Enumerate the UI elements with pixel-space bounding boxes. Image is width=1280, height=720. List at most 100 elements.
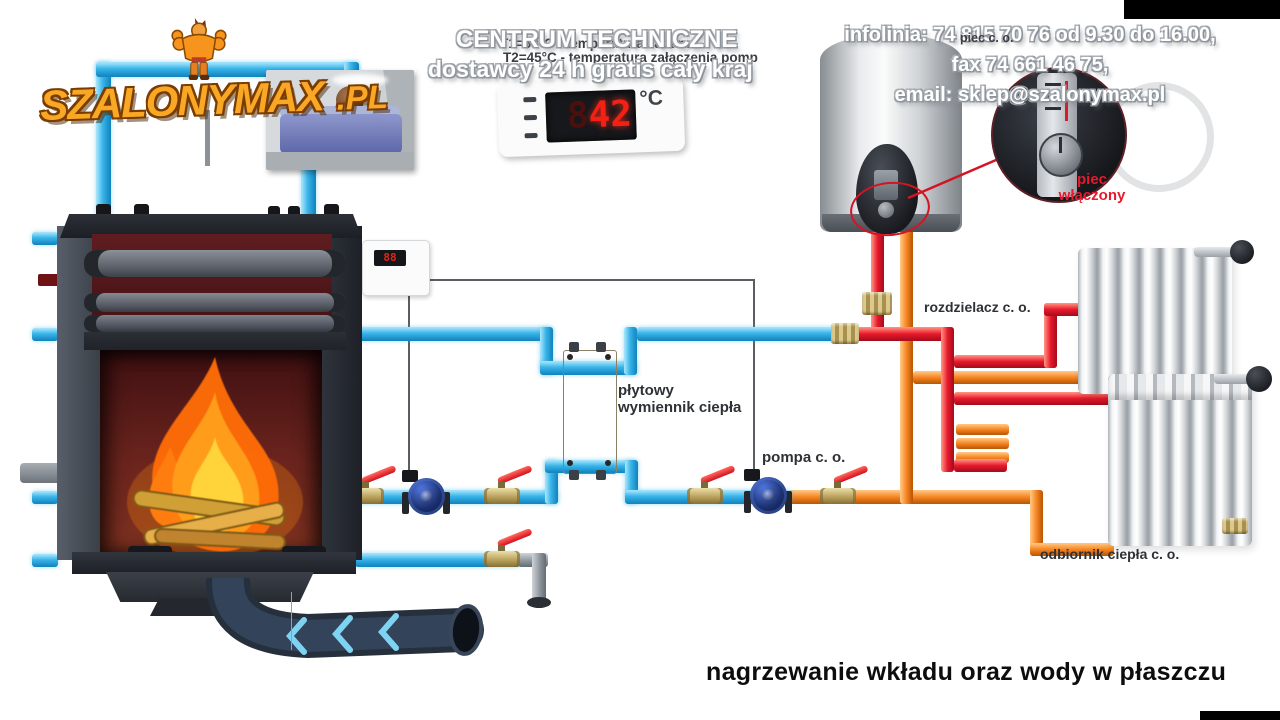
hx-label-line2: wymiennik ciepła	[618, 399, 742, 416]
pipe-return-down	[1030, 490, 1043, 556]
pipe-hot-stub	[954, 459, 1007, 472]
heat-exchange-tube-2	[84, 293, 346, 312]
strongman-mascot-icon	[171, 18, 227, 80]
ball-valve-3	[687, 464, 736, 504]
pipe-hot-to-manifold	[855, 327, 954, 341]
hx-bolt	[605, 354, 611, 360]
fireplace-mid-frame	[84, 332, 346, 350]
pipe-cold-main-upper-right	[637, 327, 855, 341]
status-line2: włączony	[1058, 187, 1126, 204]
hx-port-top-right	[596, 342, 606, 352]
pipe-return-stub-2	[956, 438, 1009, 449]
pipe-cold-stub-4	[32, 554, 58, 567]
heat-exchange-tube-3	[84, 315, 346, 332]
param-line2: T2=45°C - temperatura załączenia pomp	[503, 50, 758, 65]
pump-fireplace	[402, 470, 450, 522]
fire-flames	[127, 357, 303, 558]
pipe-return-stub-3	[956, 452, 1009, 463]
boiler-label: piec c. o.	[960, 31, 1014, 45]
control-knob-magnifier	[991, 67, 1127, 203]
pipe-hot-rad2-feed	[954, 392, 1117, 405]
panel-dash	[523, 114, 538, 121]
ceiling-light	[332, 74, 388, 86]
pipe-cold-left-riser	[96, 62, 111, 236]
caption: nagrzewanie wkładu oraz wody w płaszczu	[706, 658, 1227, 686]
control-knob	[1039, 133, 1083, 177]
status-line1: piec	[1076, 171, 1107, 188]
logo-suffix: .PL	[335, 77, 389, 117]
airflow-arrows	[286, 613, 399, 655]
watermark-line1: CENTRUM TECHNICZNE	[456, 26, 738, 53]
letterbox-bottom-right	[1200, 711, 1280, 720]
drain-outlet	[527, 597, 551, 608]
ball-valve-4	[820, 464, 869, 504]
air-intake-duct	[206, 578, 484, 659]
pipe-drain-vertical	[532, 553, 546, 603]
controller-wire-horizontal	[428, 279, 755, 281]
pipe-cold-main-lower-left	[355, 490, 558, 504]
plate-heat-exchanger	[563, 350, 617, 474]
ghost-digit: 8	[566, 95, 590, 137]
knob-pointer	[1059, 137, 1062, 153]
panel-mark	[1045, 107, 1061, 110]
hx-port-bottom-left	[569, 470, 579, 480]
boiler-status-label: piec włączony	[1044, 172, 1140, 204]
letterbox-top-right	[1124, 0, 1280, 19]
hx-bolt	[567, 354, 573, 360]
pipe-return-stub-1	[956, 424, 1009, 435]
contact-line2: fax 74 661 46 75,	[951, 54, 1109, 76]
contact-info: infolinia: 74 815 70 76 od 9.30 do 16.00…	[795, 20, 1265, 110]
pump-co-label: pompa c. o.	[762, 449, 846, 466]
param-line1: T1=60°C - temperatura zadana	[500, 36, 694, 51]
brass-fitting-main	[831, 323, 859, 344]
ball-valve-1	[484, 464, 533, 504]
temperature-unit: °C	[638, 86, 664, 111]
boiler-control-pod	[856, 144, 918, 234]
bathroom-floor	[266, 152, 414, 170]
bathtub-scene	[266, 70, 414, 170]
pump-controller: 88	[362, 240, 430, 296]
pipe-cold-stub-2	[32, 328, 58, 341]
radiator2-valve-pipe	[1214, 374, 1256, 384]
fireplace-bottom-lip	[72, 552, 356, 574]
controller-wire-left-pump	[408, 294, 410, 478]
fireplace-side-stub	[20, 463, 58, 483]
panel-mark	[1045, 95, 1061, 98]
pump-central-heating	[744, 469, 792, 521]
hx-port-bottom-right	[596, 470, 606, 480]
small-gray-pipe	[205, 110, 210, 166]
bathtub	[280, 114, 402, 154]
watermark-line2: dostawcy 24 h gratis cały kraj	[428, 56, 753, 82]
pipe-cold-main-upper-left	[355, 327, 553, 341]
controller-display: 88	[374, 250, 406, 266]
pipe-return-rad1	[913, 371, 1087, 384]
pipe-hot-branch1-up	[1044, 303, 1057, 368]
ball-valve-2	[484, 527, 533, 567]
panel-dash	[523, 96, 537, 103]
radiator-1	[1078, 248, 1232, 394]
temperature-value: 42	[587, 93, 633, 137]
radiator1-valve-knob	[1230, 240, 1254, 264]
controller-wire-right-pump	[753, 279, 755, 475]
panel-dash	[524, 132, 538, 139]
heat-exchange-tube-1	[84, 250, 346, 277]
pipe-cold-dip-up	[624, 327, 637, 375]
reference-line	[291, 592, 292, 650]
heat-exchanger-label: płytowy wymiennik ciepła	[618, 382, 741, 416]
pipe-hot-boiler-riser	[871, 228, 884, 340]
hx-bolt	[567, 460, 573, 466]
pipe-cold-stub-3	[32, 491, 58, 504]
radiator1-valve-pipe	[1194, 247, 1236, 257]
hx-port-top-left	[569, 342, 579, 352]
pipe-hot-branch1	[954, 355, 1057, 368]
seven-segment-display: 842	[545, 89, 637, 143]
pipe-cold-drain-run	[355, 553, 520, 567]
pod-panel	[874, 170, 898, 200]
panel-mark	[1045, 83, 1061, 86]
pod-knob	[878, 202, 894, 218]
pipe-cold-dip-across	[540, 361, 637, 375]
brass-fitting-riser	[862, 292, 892, 315]
contact-line1: infolinia: 74 815 70 76 od 9.30 do 16.00…	[844, 24, 1216, 46]
callout-line	[907, 158, 997, 200]
